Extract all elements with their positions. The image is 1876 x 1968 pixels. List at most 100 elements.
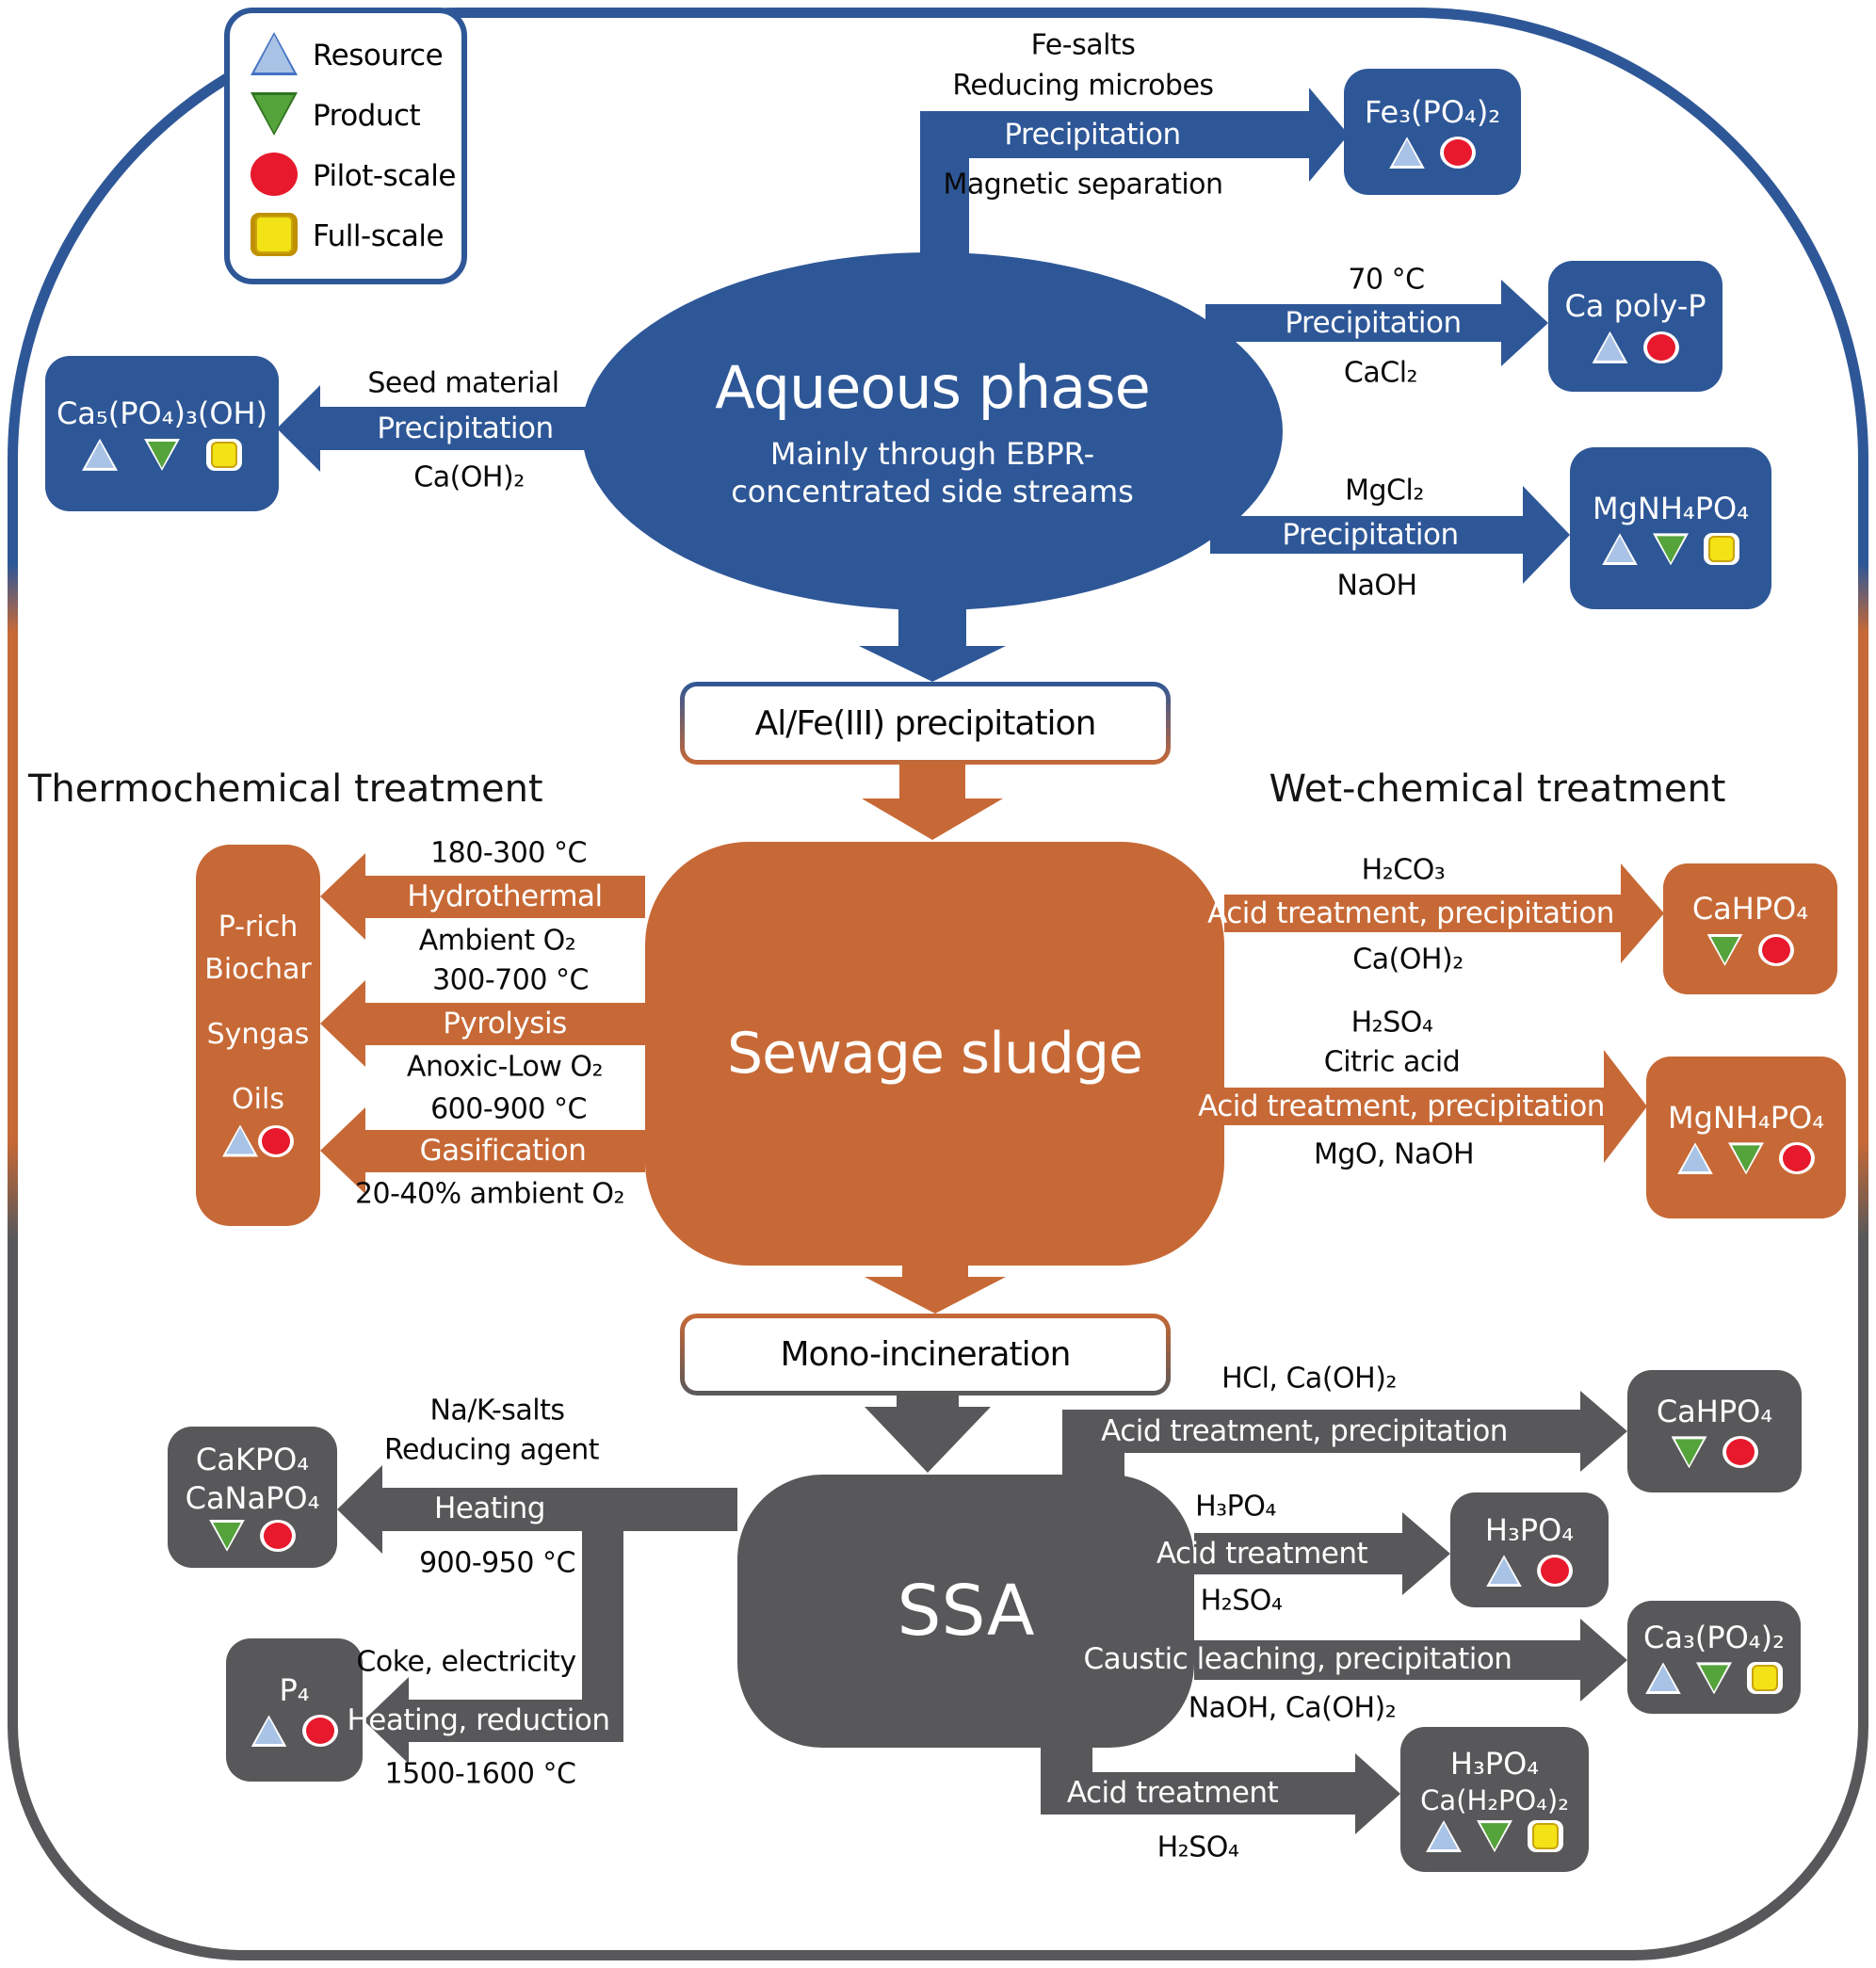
product-box-cahpo4-wet: CaHPO₄ [1663, 863, 1837, 994]
product-icons [209, 1519, 296, 1552]
hap-label-below: Ca(OH)₂ [413, 460, 525, 494]
wet-cahpo4-label-on-arrow: Acid treatment, precipitation [1207, 896, 1614, 930]
capolyp-label-above: 70 °C [1348, 263, 1425, 297]
product-box-struvite-aq: MgNH₄PO₄ [1570, 447, 1771, 609]
p4-label-on-arrow: Heating, reduction [347, 1703, 610, 1737]
resource-icon [82, 439, 118, 471]
struvite-aq-label-below: NaOH [1336, 569, 1418, 603]
pyrolysis-label-above: 300-700 °C [432, 963, 589, 997]
resource-icon [1426, 1820, 1462, 1852]
cakpo4-label-above1: Na/K-salts [429, 1394, 565, 1428]
pilot-icon [1779, 1142, 1815, 1175]
product-formula: P₄ [279, 1671, 310, 1708]
product-icon [1653, 533, 1689, 565]
product-box-h3po4: H₃PO₄ [1450, 1492, 1609, 1607]
ssa-ca3po42-arrow-band [1194, 1640, 1580, 1680]
product-icons [1707, 933, 1794, 966]
legend: Resource Product Pilot-scale Full-scale [224, 8, 467, 284]
product-box-capolyp: Ca poly-P [1548, 261, 1722, 392]
legend-label: Product [313, 99, 421, 133]
product-icon [1707, 934, 1743, 966]
pilot-icon [251, 153, 298, 196]
product-formula: CaHPO₄ [1656, 1393, 1773, 1429]
full-icon [1704, 533, 1739, 566]
hydrothermal-arrowhead-left [320, 853, 365, 940]
legend-label: Pilot-scale [313, 159, 456, 193]
gasification-label-on-arrow: Gasification [419, 1134, 587, 1168]
ssa-h3po4-arrow-band [1194, 1533, 1402, 1574]
ssa-node: SSA [737, 1475, 1194, 1748]
down-arrow2-head [862, 798, 1003, 840]
prich-line4: Oils [232, 1082, 284, 1116]
ssa-cahpo4-label-above: HCl, Ca(OH)₂ [1221, 1362, 1397, 1395]
fe-label-above1: Fe-salts [1030, 28, 1136, 62]
wet-struvite-label-below: MgO, NaOH [1313, 1137, 1475, 1171]
cakpo4-arrowhead-left [337, 1465, 382, 1554]
product-icon [1672, 1436, 1707, 1468]
product-box-ca3po42: Ca₃(PO₄)₂ [1627, 1601, 1801, 1714]
product-box-fe3po42: Fe₃(PO₄)₂ [1344, 69, 1521, 195]
product-formula-line2: Ca(H₂PO₄)₂ [1420, 1783, 1569, 1816]
superphos-label-on-arrow: Acid treatment [1066, 1776, 1279, 1810]
fe-arrow-band [920, 111, 1309, 158]
struvite-aq-arrow-band [1210, 516, 1523, 554]
product-icon [251, 92, 298, 136]
wet-struvite-arrow-band [1224, 1088, 1604, 1125]
legend-label: Resource [313, 39, 444, 73]
wet-struvite-label-on-arrow: Acid treatment, precipitation [1198, 1089, 1605, 1123]
product-icons [1672, 1436, 1758, 1469]
hap-arrowhead-left [277, 385, 320, 472]
product-box-prich: P-rich Biochar Syngas Oils [196, 845, 320, 1226]
p4-label-above: Coke, electricity [356, 1645, 576, 1679]
prich-line2: Biochar [204, 952, 312, 986]
resource-icon [222, 1125, 258, 1157]
hydrothermal-label-below: Ambient O₂ [418, 924, 576, 958]
fe-label-above2: Reducing microbes [952, 69, 1214, 103]
ssa-h3po4-arrowhead-right [1402, 1512, 1450, 1595]
product-icon [1728, 1142, 1764, 1174]
wet-cahpo4-arrowhead-right [1621, 863, 1664, 963]
cakpo4-label-on-arrow: Heating [434, 1492, 545, 1525]
wet-struvite-label-above2: Citric acid [1323, 1045, 1461, 1079]
hydrothermal-label-above: 180-300 °C [430, 836, 587, 870]
product-formula: MgNH₄PO₄ [1667, 1099, 1825, 1136]
legend-item-product: Product [251, 92, 461, 139]
struvite-aq-arrowhead-right [1523, 486, 1570, 584]
sewage-sludge-title: Sewage sludge [727, 1021, 1143, 1087]
product-icon [144, 439, 180, 471]
capolyp-label-on-arrow: Precipitation [1285, 306, 1462, 340]
p4-arrow-band [409, 1700, 623, 1742]
full-icon [1528, 1820, 1563, 1853]
pilot-icon [301, 1715, 338, 1748]
product-formula: H₃PO₄ [1484, 1511, 1575, 1548]
product-icons [1602, 533, 1739, 566]
product-box-hydroxyapatite: Ca₅(PO₄)₃(OH) [45, 356, 279, 511]
ssa-title: SSA [897, 1571, 1035, 1652]
fe-label-on-arrow: Precipitation [1004, 118, 1181, 152]
resource-icon [1645, 1662, 1681, 1694]
ssa-ca3po42-label-below: NaOH, Ca(OH)₂ [1188, 1691, 1397, 1725]
product-icons [82, 438, 242, 471]
connector-mono-label: Mono-incineration [685, 1318, 1166, 1391]
product-icon [1477, 1820, 1512, 1852]
pyrolysis-label-below: Anoxic-Low O₂ [406, 1050, 604, 1084]
legend-item-full: Full-scale [251, 213, 461, 260]
aqueous-phase-node: Aqueous phase Mainly through EBPR- conce… [582, 252, 1283, 610]
product-box-superphosphate: H₃PO₄ Ca(H₂PO₄)₂ [1400, 1727, 1589, 1872]
hap-arrow-band [320, 407, 612, 450]
p4-label-below: 1500-1600 °C [384, 1757, 576, 1791]
pilot-icon [258, 1124, 294, 1157]
fe-label-below: Magnetic separation [943, 168, 1223, 202]
connector-alfe-precipitation: Al/Fe(III) precipitation [680, 682, 1171, 765]
capolyp-arrowhead-right [1501, 280, 1548, 366]
ssa-h3po4-label-above: H₃PO₄ [1195, 1490, 1276, 1524]
product-formula: Ca₅(PO₄)₃(OH) [56, 395, 268, 432]
resource-icon [251, 32, 298, 75]
hap-label-above: Seed material [367, 366, 559, 400]
ssa-cahpo4-arrowhead-right [1580, 1391, 1627, 1472]
product-icons [1677, 1142, 1815, 1175]
gasification-label-below: 20-40% ambient O₂ [354, 1177, 625, 1211]
pilot-icon [260, 1519, 296, 1552]
product-box-cahpo4-ssa: CaHPO₄ [1627, 1370, 1802, 1492]
